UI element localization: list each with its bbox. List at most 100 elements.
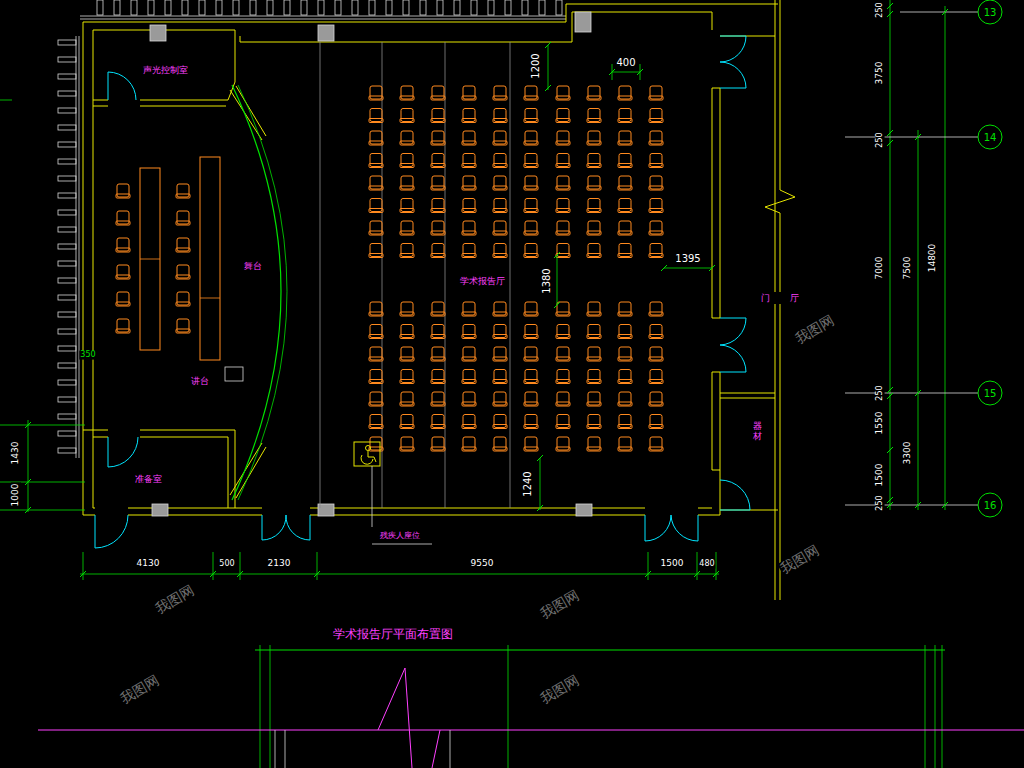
seat-symbol — [557, 437, 569, 450]
seat-symbol — [369, 380, 383, 384]
seat-symbol — [400, 380, 414, 384]
seat-symbol — [370, 176, 382, 189]
seat-symbol — [557, 370, 569, 383]
seat-symbol — [493, 357, 507, 361]
seat-symbol — [400, 402, 414, 406]
seat-symbol — [525, 370, 537, 383]
seat-symbol — [369, 96, 383, 100]
seat-symbol — [117, 292, 129, 305]
watermark: 我图网 — [117, 672, 163, 707]
door-swing — [108, 437, 138, 467]
seat-symbol — [524, 447, 538, 451]
door-swing — [95, 515, 128, 548]
window-mullion — [420, 0, 426, 15]
seat-symbol — [588, 221, 600, 234]
seat-symbol — [432, 109, 444, 122]
window-mullion — [454, 0, 460, 15]
seat-symbol — [525, 415, 537, 428]
seat-symbol — [117, 265, 129, 278]
seat-symbol — [401, 199, 413, 212]
seat-symbol — [619, 109, 631, 122]
window-mullion — [131, 0, 137, 15]
seat-symbol — [649, 425, 663, 429]
window-mullion — [58, 448, 76, 453]
seat-symbol — [493, 96, 507, 100]
seat-symbol — [462, 186, 476, 190]
dimension-tick — [887, 393, 893, 399]
seat-symbol — [494, 244, 506, 257]
dimension-line — [664, 268, 712, 269]
seat-symbol — [177, 211, 189, 224]
drawing-title: 学术报告厅平面布置图 — [331, 626, 455, 643]
wall — [230, 86, 266, 140]
seat-symbol — [557, 131, 569, 144]
seat-symbol — [587, 402, 601, 406]
seat-symbol — [649, 402, 663, 406]
seat-symbol — [556, 119, 570, 123]
seat-symbol — [618, 312, 632, 316]
structural-column — [318, 25, 334, 41]
window-mullion — [58, 431, 76, 436]
seat-symbol — [588, 199, 600, 212]
dimension-tick — [545, 85, 551, 91]
seat-symbol — [117, 211, 129, 224]
window-mullion — [250, 0, 256, 15]
seat-symbol — [432, 221, 444, 234]
window-mullion — [522, 0, 528, 15]
seat-symbol — [619, 199, 631, 212]
seat-symbol — [370, 415, 382, 428]
window-mullion — [58, 142, 76, 147]
axis-bubble — [978, 493, 1002, 517]
dimension-tick — [80, 571, 86, 577]
dimension-text: 4130 — [136, 559, 161, 569]
structural-column — [576, 504, 592, 516]
seat-symbol — [401, 221, 413, 234]
seat-symbol — [432, 154, 444, 167]
seat-symbol — [556, 312, 570, 316]
seat-symbol — [525, 109, 537, 122]
axis-number: 13 — [983, 7, 998, 18]
seat-symbol — [493, 380, 507, 384]
seat-symbol — [587, 119, 601, 123]
window-mullion — [58, 108, 76, 113]
watermark: 我图网 — [777, 542, 823, 577]
room-name: 准备室 — [135, 474, 162, 485]
seat-symbol — [401, 325, 413, 338]
room-label: 学术报告厅 — [458, 275, 507, 288]
watermark: 我图网 — [792, 312, 838, 347]
seat-symbol — [588, 437, 600, 450]
dimension-tick — [709, 265, 715, 271]
dimension-text: 14800 — [928, 243, 938, 274]
door-swing — [720, 36, 746, 88]
seat-symbol — [462, 357, 476, 361]
seat-symbol — [177, 238, 189, 251]
window-mullion — [58, 380, 76, 385]
room-name: 讲台 — [191, 376, 209, 387]
seat-symbol — [117, 319, 129, 332]
seat-symbol — [649, 209, 663, 213]
window-mullion — [58, 295, 76, 300]
seat-symbol — [649, 231, 663, 235]
seat-symbol — [524, 141, 538, 145]
window-mullion — [58, 363, 76, 368]
window-mullion — [318, 0, 324, 15]
seat-symbol — [557, 325, 569, 338]
dimension-line — [0, 420, 85, 512]
window-mullion — [58, 57, 76, 62]
seat-symbol — [650, 199, 662, 212]
seat-symbol — [462, 231, 476, 235]
seat-symbol — [369, 141, 383, 145]
seat-symbol — [557, 109, 569, 122]
seat-symbol — [463, 302, 475, 315]
seat-symbol — [649, 447, 663, 451]
seat-symbol — [177, 265, 189, 278]
seat-symbol — [619, 325, 631, 338]
seat-symbol — [116, 329, 130, 333]
dimension-tick — [237, 571, 243, 577]
dimension-tick — [537, 505, 543, 511]
seat-symbol — [556, 380, 570, 384]
dimension-line — [890, 0, 945, 510]
seat-symbol — [619, 154, 631, 167]
door-swing — [262, 515, 310, 540]
seat-symbol — [369, 254, 383, 258]
